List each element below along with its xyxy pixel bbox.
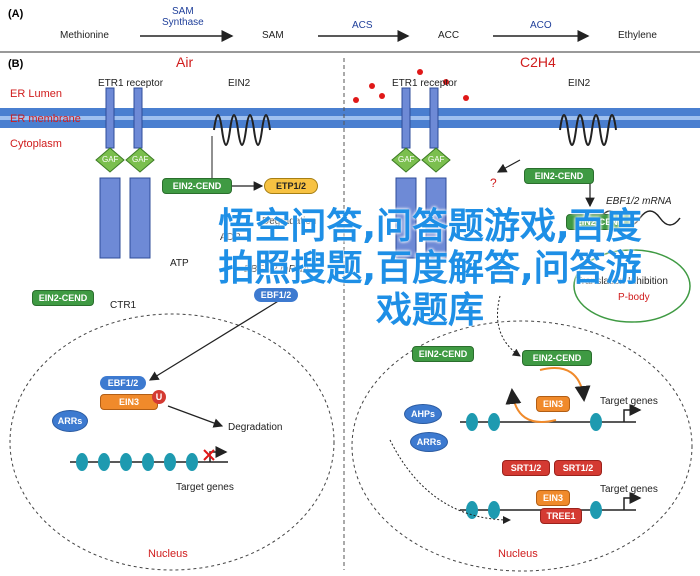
translation-inhibition-label: Translation Inhibition [576, 276, 668, 287]
step-methionine: Methionine [60, 30, 109, 41]
target-genes-right-2: Target genes [600, 484, 658, 495]
watermark-overlay: 悟空问答,问答题游戏,百度拍照搜题,百度解答,问答游戏题库 [218, 206, 642, 331]
degradation-label-top: Degradation [262, 216, 317, 227]
etr1-receptor-label-right: ETR1 receptor [392, 78, 458, 89]
nucleus-label-right: Nucleus [498, 548, 538, 560]
p-body-label: P-body [618, 292, 650, 303]
gaf-left-2: GAF [132, 155, 149, 164]
question-mark-middle: ? [496, 264, 503, 278]
srt-badge-1: SRT1/2 [502, 460, 550, 476]
ein3-nucleus-left: EIN3 [100, 394, 158, 410]
ein2-cend-right: EIN2-CEND [524, 168, 594, 184]
atp-label: ATP [170, 258, 189, 269]
ein2-cend-left: EIN2-CEND [162, 178, 232, 194]
ein2-cend-nucleus: EIN2-CEND [522, 350, 592, 366]
ein2-label-left: EIN2 [228, 78, 251, 89]
target-genes-left: Target genes [176, 482, 234, 493]
ahps-right: AHPs [404, 404, 442, 424]
tree1-badge: TREE1 [540, 508, 582, 524]
step-acc: ACC [438, 30, 460, 41]
ctr1-label-left: CTR1 [110, 300, 137, 311]
arrs-left: ARRs [52, 410, 88, 432]
ethylene-label: C2H4 [520, 54, 556, 70]
target-genes-right-1: Target genes [600, 396, 658, 407]
adp-label: ADP [220, 232, 241, 243]
panel-b-label: (B) [8, 58, 24, 70]
enzyme-aco: ACO [530, 20, 552, 31]
step-sam: SAM [262, 30, 284, 41]
question-mark-top: ? [490, 176, 497, 190]
gaf-left-1: GAF [102, 155, 119, 164]
gaf-right-1: GAF [398, 155, 415, 164]
step-ethylene: Ethylene [618, 30, 657, 41]
enzyme-sam-synthase: SAM Synthase [162, 6, 204, 28]
arrs-right: ARRs [410, 432, 448, 452]
panel-a-label: (A) [8, 8, 24, 20]
cytoplasm-label: Cytoplasm [10, 138, 62, 150]
ebf-mrna-label-right: EBF1/2 mRNA [606, 196, 672, 207]
nucleus-label-left: Nucleus [148, 548, 188, 560]
etp-badge: ETP1/2 [264, 178, 318, 194]
air-label: Air [176, 54, 194, 70]
enzyme-acs: ACS [352, 20, 373, 31]
gaf-right-2: GAF [428, 155, 445, 164]
ein3-right-1: EIN3 [536, 396, 570, 412]
ebf-badge-left: EBF1/2 [254, 288, 298, 302]
er-membrane-label: ER membrane [10, 113, 81, 125]
ein2-cend-right-2: EIN2-CEND [566, 214, 634, 230]
etr1-receptor-label-left: ETR1 receptor [98, 78, 164, 89]
ubiquitin-badge: U [152, 390, 166, 404]
ein2-label-right: EIN2 [568, 78, 591, 89]
er-lumen-label: ER Lumen [10, 88, 62, 100]
ein2-cend-left-bottom: EIN2-CEND [32, 290, 94, 306]
srt-badge-2: SRT1/2 [554, 460, 602, 476]
degradation-label-nucleus: Degradation [228, 422, 283, 433]
ebf-mrna-label-left: EBF1/2 mRNA [244, 264, 310, 275]
ein2-cend-right-side: EIN2-CEND [412, 346, 474, 362]
ein3-right-2: EIN3 [536, 490, 570, 506]
ebf-nucleus: EBF1/2 [100, 376, 146, 390]
